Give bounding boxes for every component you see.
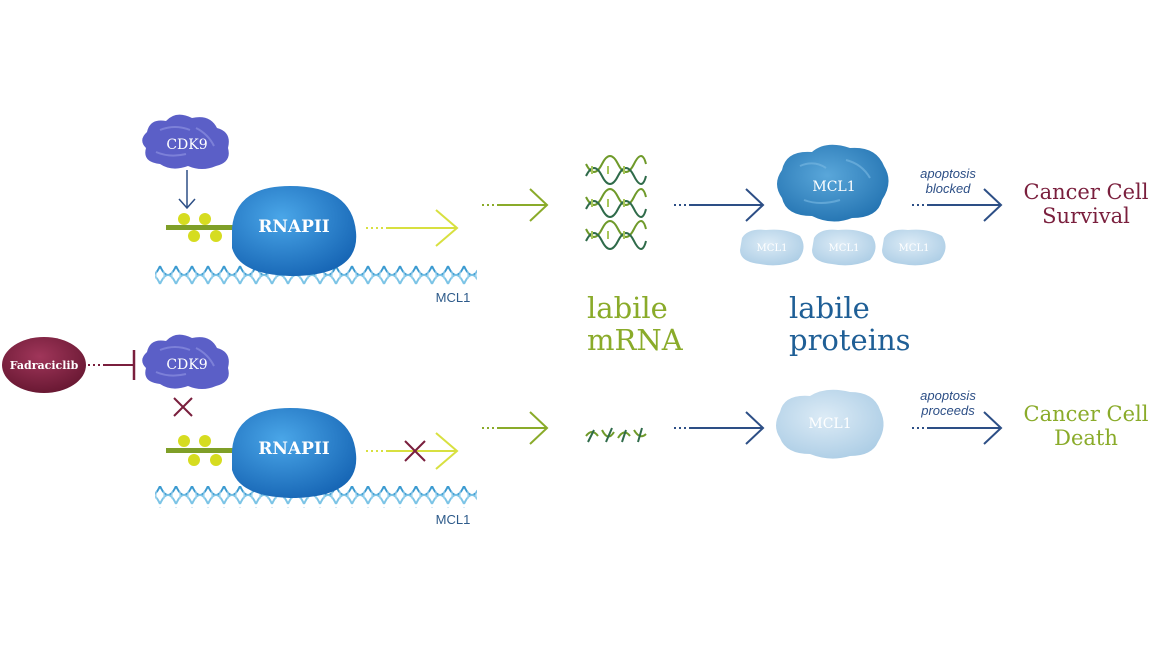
cdk9-kinase-top: CDK9 [142, 114, 229, 169]
phosphorylation-marks-top [166, 213, 238, 242]
outcome-death-line2: Death [1054, 426, 1118, 450]
outcome-survival-line2: Survival [1042, 204, 1130, 228]
rnapii-label: RNAPII [258, 439, 330, 459]
gene-label-top: MCL1 [436, 290, 471, 305]
cdk9-kinase-bottom: CDK9 [142, 334, 229, 389]
mcl1-protein-top: MCL1 [777, 144, 889, 222]
mrna-arrow-top [482, 188, 549, 222]
label-labile-mrna-line1: labile [587, 291, 668, 325]
outcome-death-line1: Cancer Cell [1024, 402, 1149, 426]
mcl1-small-label: MCL1 [899, 243, 930, 254]
dna-helix-bottom [155, 486, 477, 508]
mcl1-small-label: MCL1 [757, 243, 788, 254]
inhibition-bar [88, 350, 136, 380]
dna-helix-top [155, 265, 477, 287]
label-labile-proteins-line2: proteins [789, 323, 911, 357]
cdk9-label: CDK9 [166, 137, 207, 153]
mrna-degraded-bottom [585, 427, 647, 443]
rnapii-top: RNAPII [232, 186, 357, 276]
phosphorylation-marks-bottom [166, 435, 238, 466]
cdk9-label: CDK9 [166, 357, 207, 373]
rnapii-bottom: RNAPII [232, 408, 357, 498]
fadraciclib-inhibitor: Fadraciclib [2, 337, 86, 393]
apoptosis-arrow-bottom: apoptosis proceeds [912, 388, 1003, 445]
label-labile-mrna-line2: mRNA [587, 323, 684, 357]
bottom-pathway: Fadraciclib CDK9 MCL1 [2, 334, 1149, 527]
apoptosis-note-line2: blocked [926, 181, 972, 196]
rnapii-label: RNAPII [258, 217, 330, 237]
mcl1-protein-small-3: MCL1 [882, 229, 946, 266]
translation-arrow-bottom [674, 411, 765, 445]
blocked-x-mark-cdk9 [173, 397, 193, 417]
inhibitor-label: Fadraciclib [10, 359, 79, 372]
apoptosis-note-line1: apoptosis [920, 388, 976, 403]
mcl1-protein-bottom: MCL1 [776, 389, 884, 459]
transcription-arrow-bottom [366, 432, 459, 470]
outcome-survival-line1: Cancer Cell [1024, 180, 1149, 204]
translation-arrow-top [674, 188, 765, 222]
apoptosis-note-line2: proceeds [920, 403, 975, 418]
top-pathway: CDK9 MCL1 RNAPII [142, 114, 1149, 305]
mcl1-small-label: MCL1 [829, 243, 860, 254]
gene-label-bottom: MCL1 [436, 512, 471, 527]
apoptosis-arrow-top: apoptosis blocked [912, 166, 1003, 222]
label-labile-proteins-line1: labile [789, 291, 870, 325]
mcl1-protein-label: MCL1 [812, 179, 855, 195]
transcription-arrow-top [366, 209, 459, 247]
mcl1-protein-small-2: MCL1 [812, 229, 876, 266]
apoptosis-note-line1: apoptosis [920, 166, 976, 181]
mrna-arrow-bottom [482, 411, 549, 445]
mcl1-protein-label: MCL1 [808, 416, 851, 432]
mrna-strands-top [585, 155, 647, 250]
mcl1-protein-small-1: MCL1 [740, 229, 804, 266]
